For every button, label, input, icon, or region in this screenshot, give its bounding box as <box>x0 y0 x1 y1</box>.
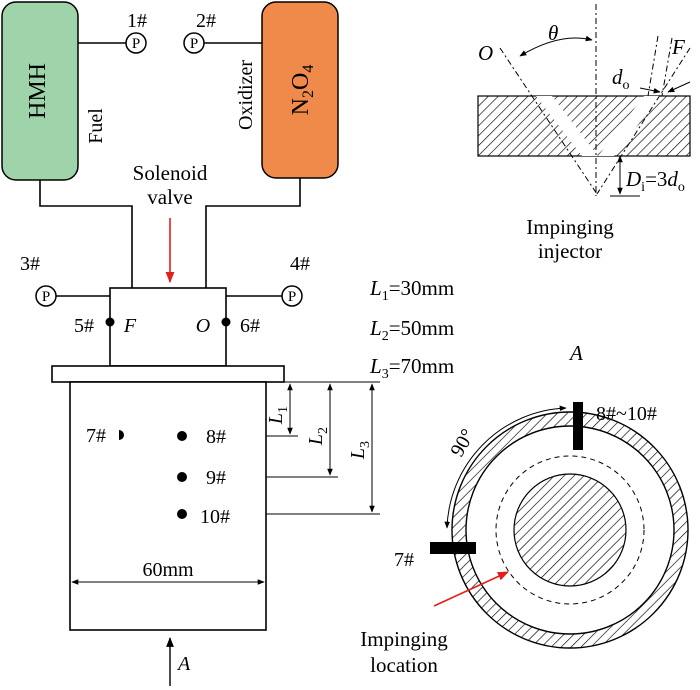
dim-label-L2: L2 <box>305 427 331 446</box>
injector-O-label: O <box>478 41 493 65</box>
orifice-diameter-label: do <box>612 65 630 93</box>
width-label: 60mm <box>142 559 194 581</box>
sensor-label-9: 9# <box>206 467 226 489</box>
sensor-label-1: 1# <box>127 10 147 32</box>
fuel-feed-line <box>39 180 133 290</box>
gauge-symbol: P <box>42 289 50 305</box>
injector-plate <box>51 365 285 383</box>
injector-manifold <box>109 287 227 367</box>
pressure-gauge-1 <box>125 32 147 54</box>
central-post <box>513 473 627 587</box>
sensor-point-8 <box>177 431 187 441</box>
sensor-label-4: 4# <box>290 253 310 275</box>
gauge-symbol: P <box>132 36 140 52</box>
length-dimensions <box>266 381 380 515</box>
sensor-label-8: 8# <box>206 426 226 448</box>
impinging-location-circle <box>495 455 645 605</box>
length-spec-L2: L2=50mm <box>369 316 454 344</box>
sensor-label-10: 10# <box>200 506 230 528</box>
sensor-label-6: 6# <box>240 315 260 337</box>
oxidizer-label: Oxidizer <box>235 60 257 130</box>
solenoid-valve-label: Solenoid <box>133 161 208 185</box>
injector-title: Impinging <box>526 215 614 239</box>
sensor-point-6 <box>221 317 231 327</box>
length-spec-L3: L3=70mm <box>369 354 454 382</box>
left-sensor-label: 7# <box>394 549 414 571</box>
oxidizer-tank-name: N2O4 <box>288 65 317 116</box>
sensor-port-top <box>573 402 583 450</box>
length-spec-L1: L1=30mm <box>369 276 454 304</box>
top-sensors-label: 8#~10# <box>596 403 657 425</box>
fuel-label: Fuel <box>85 108 107 144</box>
callout-arrow <box>433 571 510 607</box>
sensor-point-10 <box>177 509 187 519</box>
sensor-label-7: 7# <box>86 425 106 447</box>
pressure-gauge-2 <box>183 32 205 54</box>
sensor-point-9 <box>177 472 187 482</box>
solenoid-valve-label-2: valve <box>147 185 192 209</box>
sensor-port-left <box>430 542 476 554</box>
sensor-point-5 <box>105 317 115 327</box>
angle-arc <box>444 405 567 529</box>
gauge-symbol: P <box>190 36 198 52</box>
callout-label: Impinging <box>360 627 448 651</box>
gauge-symbol: P <box>288 289 296 305</box>
theta-label: θ <box>548 21 558 45</box>
angle-label: 90° <box>446 425 479 460</box>
injector-title-2: injector <box>538 239 602 263</box>
fuel-tank-name: HMH <box>25 63 51 119</box>
fuel-port-label: F <box>123 315 137 337</box>
ox-port-label: O <box>196 315 210 337</box>
sensor-label-5: 5# <box>74 315 94 337</box>
view-arrow-label: A <box>176 653 191 675</box>
callout-label-2: location <box>370 653 438 677</box>
dim-label-L3: L3 <box>347 441 373 460</box>
oxidizer-feed-line <box>205 178 301 290</box>
injector-F-label: F <box>671 35 685 59</box>
combustion-chamber <box>69 381 267 631</box>
dim-label-L1: L1 <box>265 406 291 425</box>
section-view-label: A <box>568 341 583 365</box>
sensor-label-2: 2# <box>196 10 216 32</box>
sensor-point-7 <box>119 430 124 440</box>
sensor-label-3: 3# <box>20 253 40 275</box>
impingement-distance-label: Di=3do <box>625 167 685 195</box>
